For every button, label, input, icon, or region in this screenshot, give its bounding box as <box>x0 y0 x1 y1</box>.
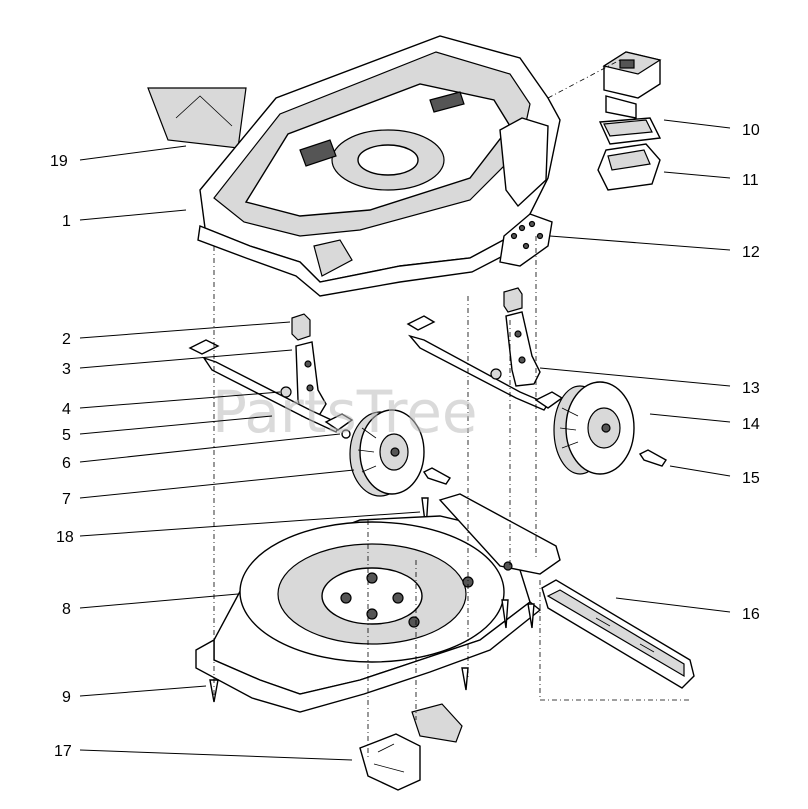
callout-10: 10 <box>742 122 760 139</box>
callout-15: 15 <box>742 470 760 487</box>
callout-12: 12 <box>742 244 760 261</box>
part-washer <box>341 429 351 439</box>
part-height-plate <box>499 213 553 267</box>
part-screw-9 <box>209 599 535 703</box>
callout-4: 4 <box>62 401 71 418</box>
callout-2: 2 <box>62 331 71 348</box>
part-housing <box>197 35 561 297</box>
callout-13: 13 <box>742 380 760 397</box>
callout-19: 19 <box>50 153 68 170</box>
callout-5: 5 <box>62 427 71 444</box>
callout-1: 1 <box>62 213 71 230</box>
part-wheel-bolt-left <box>422 467 452 485</box>
part-cutting-deck <box>195 493 561 713</box>
part-bracket-left <box>295 341 327 417</box>
centerlines <box>213 59 690 760</box>
callout-14: 14 <box>742 416 760 433</box>
callout-7: 7 <box>62 491 71 508</box>
part-bracket-right <box>505 311 541 387</box>
part-rear-rail <box>541 579 695 689</box>
part-wheel-right <box>553 381 635 475</box>
part-switch-cover <box>602 51 662 119</box>
callout-8: 8 <box>62 601 71 618</box>
callout-11: 11 <box>742 172 759 189</box>
callout-18: 18 <box>56 529 74 546</box>
part-axle-left <box>188 339 354 433</box>
callout-labels: 19 1 2 3 4 5 6 7 18 8 9 17 10 11 12 13 1… <box>50 122 760 760</box>
part-discharge-chute <box>359 703 463 791</box>
part-decal <box>147 87 247 149</box>
part-nut <box>280 368 502 398</box>
callout-17: 17 <box>54 743 72 760</box>
leader-lines <box>79 119 731 761</box>
part-switch-base <box>597 117 662 191</box>
part-wheel-left <box>349 409 425 497</box>
part-clip-right <box>503 287 523 313</box>
callout-9: 9 <box>62 689 71 706</box>
part-wheel-bolt-right <box>638 449 668 467</box>
part-clip-left <box>291 313 311 341</box>
part-axle-right <box>406 315 564 411</box>
callout-16: 16 <box>742 606 760 623</box>
callout-6: 6 <box>62 455 71 472</box>
watermark: PartsTree <box>212 378 478 446</box>
callout-3: 3 <box>62 361 71 378</box>
